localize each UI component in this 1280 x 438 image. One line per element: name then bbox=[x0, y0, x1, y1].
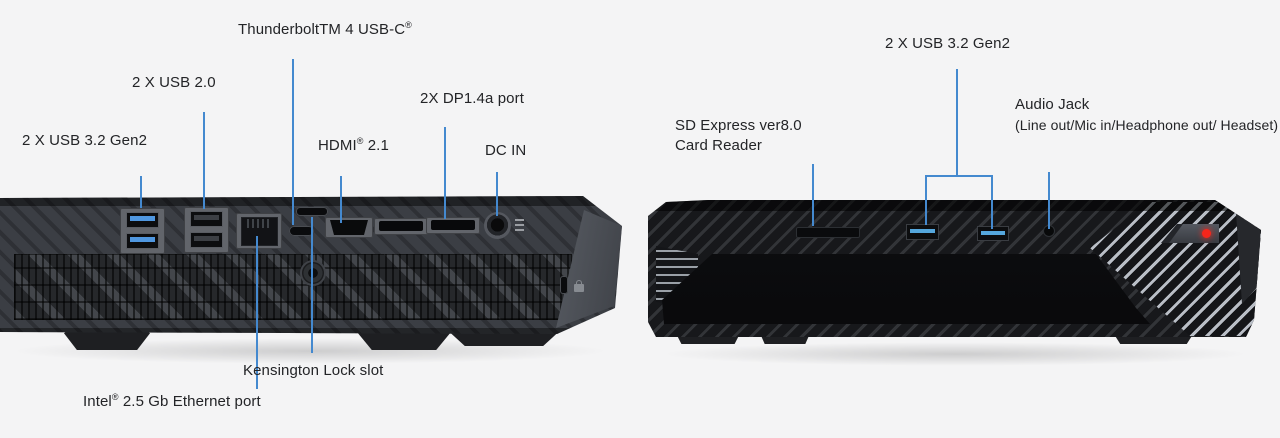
label-kensington: Kensington Lock slot bbox=[243, 362, 384, 379]
sd-card-slot-icon bbox=[796, 227, 860, 238]
label-thunderbolt: ThunderboltTM 4 USB-C® bbox=[238, 20, 412, 38]
usb-tongue bbox=[194, 236, 219, 241]
callout-line-dp bbox=[444, 127, 446, 219]
usb-3-2-port-icon bbox=[126, 212, 159, 228]
mini-pc-front-view bbox=[648, 200, 1264, 360]
usb-3-2-port-icon bbox=[906, 224, 939, 240]
top-edge-band bbox=[0, 196, 622, 206]
callout-line-usb32-front-right bbox=[991, 176, 993, 229]
chassis-screw-hole bbox=[300, 260, 326, 286]
label-line: Audio Jack bbox=[1015, 96, 1090, 113]
usb-tongue bbox=[194, 215, 219, 220]
callout-line-usb32-front-bracket bbox=[925, 175, 993, 177]
vent-grille bbox=[14, 254, 572, 320]
label-usb32-front: 2 X USB 3.2 Gen2 bbox=[885, 35, 1011, 52]
registered-mark: ® bbox=[405, 20, 412, 30]
displayport-icon bbox=[431, 220, 475, 230]
usb-3-2-port-icon bbox=[126, 233, 159, 249]
dc-in-jack-icon bbox=[484, 212, 511, 239]
label-hdmi: HDMI® 2.1 bbox=[318, 136, 389, 154]
usb-2-0-port-icon bbox=[190, 211, 223, 227]
front-chassis bbox=[648, 200, 1261, 337]
callout-line-dcin bbox=[496, 172, 498, 216]
displayport-icon bbox=[379, 221, 423, 231]
power-button[interactable] bbox=[1161, 224, 1219, 243]
label-text: ThunderboltTM 4 USB-C bbox=[238, 21, 406, 38]
power-led bbox=[1202, 229, 1211, 238]
front-device-ground-shadow bbox=[660, 342, 1250, 366]
usb-3-2-port-icon bbox=[977, 226, 1009, 241]
dc-polarity-icon bbox=[515, 219, 524, 231]
label-line: Card Reader bbox=[675, 137, 762, 154]
registered-mark: ® bbox=[111, 392, 119, 402]
label-dp: 2X DP1.4a port bbox=[420, 90, 524, 107]
lock-icon bbox=[574, 280, 584, 292]
kensington-lock-slot-icon bbox=[296, 207, 328, 216]
callout-line-usb20 bbox=[203, 112, 205, 209]
label-usb32-rear: 2 X USB 3.2 Gen2 bbox=[22, 132, 148, 149]
label-text: 2.1 bbox=[363, 137, 389, 154]
front-smooth-panel bbox=[662, 254, 1150, 324]
callout-line-usb32-front-left bbox=[925, 176, 927, 225]
usb-tongue bbox=[910, 229, 935, 233]
callout-line-audio bbox=[1048, 172, 1050, 229]
usb-tongue bbox=[130, 216, 155, 221]
label-text: Intel bbox=[83, 393, 112, 410]
usb-tongue bbox=[981, 231, 1005, 235]
security-slot bbox=[560, 276, 568, 294]
callout-line-usb32-front-stem bbox=[956, 69, 958, 177]
callout-line-sd bbox=[812, 164, 814, 226]
top-edge-band bbox=[648, 200, 1261, 211]
ethernet-port-icon bbox=[241, 217, 278, 246]
label-usb20: 2 X USB 2.0 bbox=[132, 74, 216, 91]
label-sd-card-reader: SD Express ver8.0 Card Reader bbox=[675, 116, 802, 156]
label-dcin: DC IN bbox=[485, 142, 527, 159]
label-line: (Line out/Mic in/Headphone out/ Headset) bbox=[1015, 117, 1279, 133]
callout-line-thunderbolt bbox=[292, 59, 294, 225]
thunderbolt-usb-c-port-icon bbox=[289, 226, 314, 236]
hdmi-port-icon bbox=[330, 220, 368, 235]
usb-2-0-port-icon bbox=[190, 232, 223, 248]
label-line: SD Express ver8.0 bbox=[675, 117, 802, 134]
label-ethernet: Intel® 2.5 Gb Ethernet port bbox=[83, 392, 261, 410]
callout-line-usb32-rear bbox=[140, 176, 142, 208]
registered-mark: ® bbox=[356, 136, 364, 146]
callout-line-hdmi bbox=[340, 176, 342, 223]
label-text: 2.5 Gb Ethernet port bbox=[118, 393, 261, 410]
callout-line-ethernet bbox=[256, 236, 258, 389]
callout-line-kensington bbox=[311, 217, 313, 353]
usb-tongue bbox=[130, 237, 155, 242]
label-audio-jack: Audio Jack (Line out/Mic in/Headphone ou… bbox=[1015, 95, 1278, 135]
label-text: HDMI bbox=[318, 137, 357, 154]
